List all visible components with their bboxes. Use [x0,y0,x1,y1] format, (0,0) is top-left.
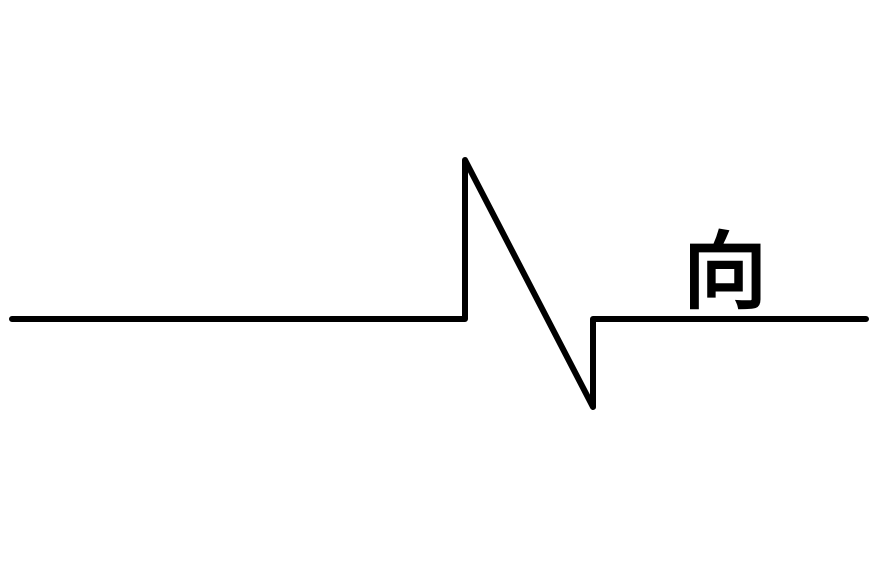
zigzag-waveform-line [9,157,869,410]
cjk-character-label: 向 [682,223,767,321]
